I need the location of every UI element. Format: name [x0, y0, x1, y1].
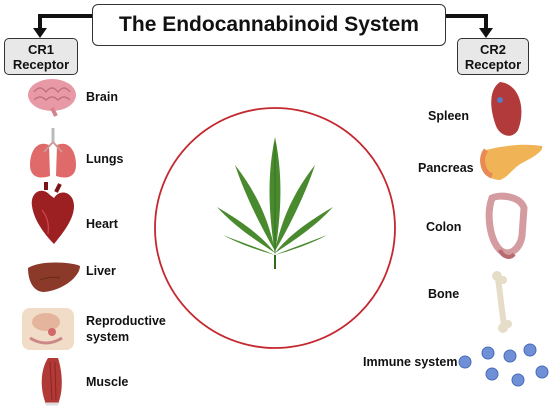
liver-icon [28, 262, 80, 292]
label-colon: Colon [426, 220, 462, 234]
label-brain: Brain [86, 90, 118, 104]
spleen-icon [491, 82, 522, 136]
cr1-receptor-label: Receptor [12, 56, 70, 72]
label-muscle: Muscle [86, 375, 129, 389]
label-spleen: Spleen [428, 109, 469, 123]
brain-icon [28, 79, 76, 117]
label-lungs: Lungs [86, 152, 124, 166]
label-immune-system: Immune system [363, 355, 458, 369]
cr1-receptor-box: CR1 Receptor [4, 38, 78, 75]
muscle-icon [41, 358, 62, 406]
bone-icon [492, 271, 512, 333]
label-heart: Heart [86, 217, 118, 231]
pancreas-icon [480, 144, 543, 180]
arrow-to-cr2 [446, 14, 493, 38]
immune-cells-icon [458, 343, 549, 387]
cr2-receptor-name: CR2 [479, 41, 506, 57]
diagram-title: The Endocannabinoid System [92, 4, 446, 46]
label-reproductive-system: Reproductive system [86, 314, 166, 344]
reproductive-system-icon [22, 308, 74, 350]
label-pancreas: Pancreas [418, 161, 474, 175]
colon-icon [485, 192, 528, 259]
cannabis-leaf-icon [217, 137, 333, 269]
heart-icon [31, 182, 74, 244]
arrow-to-cr1 [33, 14, 92, 38]
cr2-receptor-label: Receptor [464, 56, 522, 72]
label-bone: Bone [428, 287, 460, 301]
lungs-icon [30, 128, 76, 178]
cr1-receptor-name: CR1 [27, 41, 54, 57]
label-liver: Liver [86, 264, 116, 278]
cr2-receptor-box: CR2 Receptor [457, 38, 529, 75]
